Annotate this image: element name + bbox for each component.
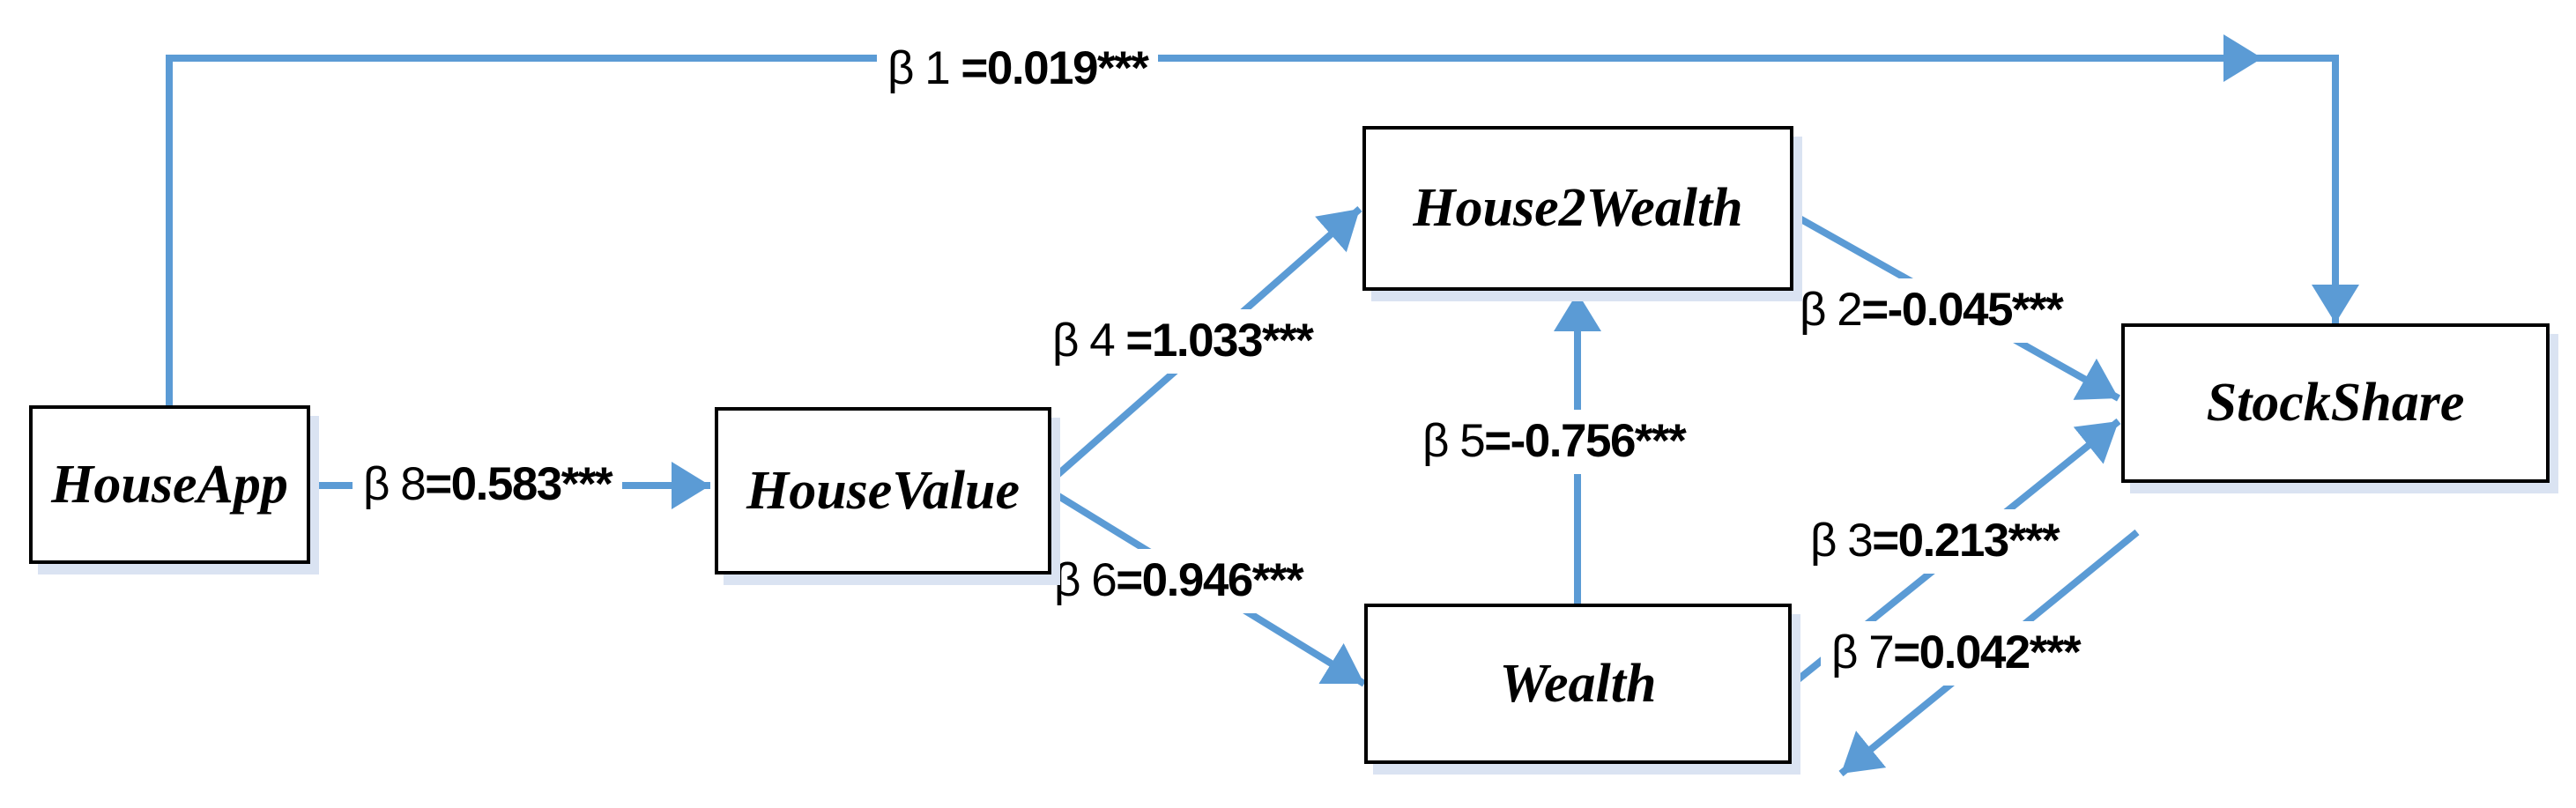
edge-label-beta2: β 2=-0.045*** — [1789, 278, 2074, 343]
edge-label-prefix: β 8 — [363, 458, 427, 510]
edge-label-beta3: β 3=0.213*** — [1800, 509, 2070, 574]
node-houseapp: HouseApp — [29, 405, 310, 564]
edge-label-value: =0.019*** — [961, 42, 1148, 94]
connector-beta1-elbow-segment — [2262, 55, 2359, 323]
node-house2wealth: House2Wealth — [1362, 126, 1793, 291]
node-label: Wealth — [1499, 653, 1657, 714]
edge-label-beta8: β 8=0.583*** — [353, 453, 623, 517]
edge-label-value: =0.213*** — [1872, 515, 2060, 567]
edge-label-beta6: β 6=0.946*** — [1043, 549, 1314, 613]
edge-label-value: =0.583*** — [425, 458, 612, 510]
edge-label-beta1: β 1 =0.019*** — [877, 37, 1159, 101]
node-label: HouseValue — [746, 460, 1021, 521]
edge-label-beta7: β 7=0.042*** — [1821, 621, 2091, 686]
edge-label-value: =0.946*** — [1116, 554, 1303, 606]
node-label: StockShare — [2206, 373, 2465, 433]
edge-label-prefix: β 6 — [1054, 554, 1117, 606]
node-label: HouseApp — [51, 454, 288, 515]
node-wealth: Wealth — [1364, 604, 1792, 764]
connector-beta1-main-segment — [166, 34, 2262, 405]
edge-label-beta5: β 5=-0.756*** — [1412, 410, 1696, 474]
edge-label-value: =0.042*** — [1893, 626, 2081, 678]
edge-label-value: =-0.045*** — [1861, 284, 2064, 336]
edge-label-prefix: β 3 — [1810, 515, 1874, 567]
edge-label-prefix: β 2 — [1800, 284, 1863, 336]
node-label: House2Wealth — [1413, 178, 1743, 238]
edge-label-value: =1.033*** — [1125, 315, 1313, 367]
node-stockshare: StockShare — [2121, 323, 2550, 483]
edge-label-prefix: β 4 — [1052, 315, 1126, 367]
node-housevalue: HouseValue — [715, 407, 1051, 574]
edge-label-prefix: β 1 — [887, 42, 961, 94]
edge-label-prefix: β 5 — [1422, 415, 1486, 467]
edge-label-beta4: β 4 =1.033*** — [1042, 309, 1324, 374]
edge-label-value: =-0.756*** — [1484, 415, 1687, 467]
edge-label-prefix: β 7 — [1831, 626, 1895, 678]
